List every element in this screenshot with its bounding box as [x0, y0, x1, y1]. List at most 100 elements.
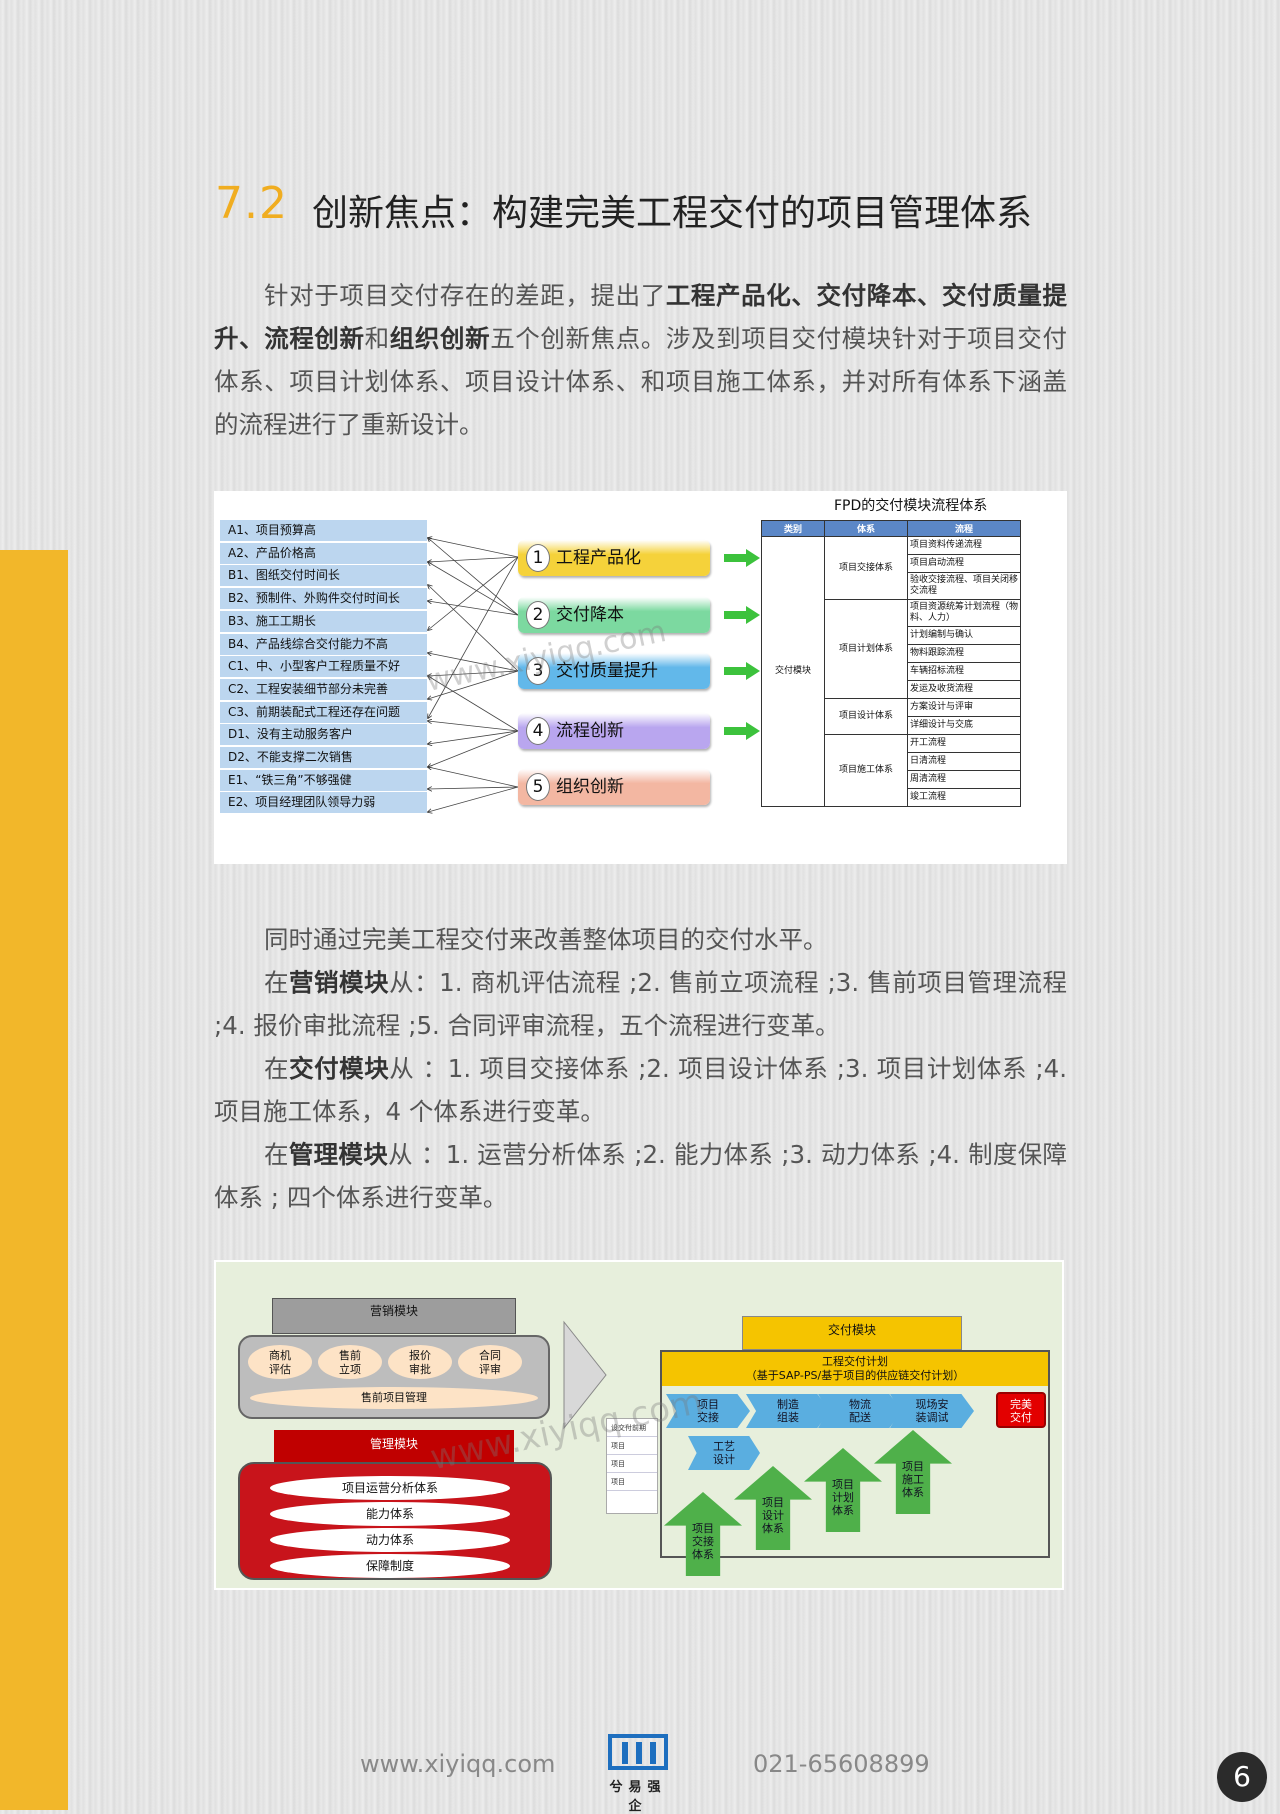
delivery-step: 物流 配送	[818, 1394, 902, 1428]
focus-pill: 2 交付降本	[518, 597, 710, 633]
delivery-step: 现场安 装调试	[890, 1394, 974, 1428]
management-item: 保障制度	[270, 1554, 510, 1578]
focus-pill: 3 交付质量提升	[518, 653, 710, 689]
body-delivery: 在交付模块从 ：1. 项目交接体系 ;2. 项目设计体系 ;3. 项目计划体系 …	[214, 1054, 1068, 1126]
gap-label: C1、中、小型客户工程质量不好	[220, 656, 427, 678]
marketing-module-title: 营销模块	[272, 1298, 516, 1334]
focus-label: 组织创新	[556, 777, 624, 797]
section-title: 创新焦点：构建完美工程交付的项目管理体系	[312, 193, 1033, 234]
marketing-module-box: 商机 评估售前 立项报价 审批合同 评审 售前项目管理	[238, 1335, 550, 1419]
body-line-1: 同时通过完美工程交付来改善整体项目的交付水平。	[264, 925, 828, 954]
management-module-title: 管理模块	[274, 1430, 514, 1464]
green-arrow-icon	[724, 549, 760, 567]
flow-cell: 发运及收货流程	[907, 680, 1021, 699]
focus-label: 工程产品化	[556, 548, 641, 568]
table-row: 项目施工体系开工流程	[762, 734, 1021, 807]
focus-number: 4	[526, 717, 550, 745]
system-cell: 项目施工体系	[824, 734, 908, 807]
flow-cell: 竣工流程	[907, 788, 1021, 807]
management-item: 项目运营分析体系	[270, 1476, 510, 1500]
marketing-item: 报价 审批	[388, 1345, 452, 1379]
flow-arrow-icon	[563, 1320, 607, 1430]
gap-label: E2、项目经理团队领导力弱	[220, 792, 427, 814]
flow-cell: 项目资料传递流程	[907, 536, 1021, 555]
gap-connector-lines	[214, 491, 519, 864]
flow-cell: 开工流程	[907, 734, 1021, 753]
management-item: 能力体系	[270, 1502, 510, 1526]
flow-cell: 详细设计与交底	[907, 716, 1021, 735]
mini-list-item: 项目	[607, 1473, 657, 1491]
flow-cell: 项目启动流程	[907, 554, 1021, 573]
focus-number: 2	[526, 601, 550, 629]
focus-pill: 1 工程产品化	[518, 540, 710, 576]
gap-label: B2、预制件、外购件交付时间长	[220, 588, 427, 610]
table-row: 竣工流程	[762, 788, 1021, 807]
delivery-plan: 工程交付计划（基于SAP-PS/基于项目的供应链交付计划）	[662, 1352, 1048, 1386]
mini-list-item: 项目	[607, 1437, 657, 1455]
focus-number: 5	[526, 773, 550, 801]
process-table: 类别体系流程 交付模块项目交接体系项目资料传递流程项目启动流程验收交接流程、项目…	[761, 520, 1021, 807]
green-arrow-icon	[724, 606, 760, 624]
marketing-item: 合同 评审	[458, 1345, 522, 1379]
focus-label: 流程创新	[556, 721, 624, 741]
green-arrow-icon	[724, 662, 760, 680]
col-process-header: 流程	[907, 520, 1021, 537]
gap-label: A1、项目预算高	[220, 520, 427, 541]
gap-label: B4、产品线综合交付能力不高	[220, 633, 427, 655]
category-cell: 交付模块	[761, 536, 825, 807]
mini-project-list: 设交付前期项目项目项目	[606, 1418, 658, 1514]
delivery-module-title: 交付模块	[742, 1316, 962, 1350]
focus-number: 1	[526, 544, 550, 572]
brand-name: 兮易强企	[609, 1780, 667, 1814]
gap-label: D1、没有主动服务客户	[220, 724, 427, 746]
green-arrow-icon	[724, 722, 760, 740]
delivery-step: 项目 交接	[666, 1394, 750, 1428]
management-module-box: 项目运营分析体系能力体系动力体系保障制度	[238, 1462, 552, 1580]
mini-list-item: 项目	[607, 1455, 657, 1473]
flow-cell: 车辆招标流程	[907, 662, 1021, 681]
perfect-delivery-badge: 完美 交付	[996, 1392, 1046, 1428]
brand-logo-icon	[608, 1734, 668, 1770]
brand-logo: 兮易强企	[604, 1732, 672, 1814]
marketing-item: 商机 评估	[248, 1345, 312, 1379]
table-row: 交付模块项目交接体系项目资料传递流程	[761, 536, 1021, 807]
flow-cell: 物料跟踪流程	[907, 644, 1021, 663]
page-number: 6	[1217, 1752, 1267, 1802]
focus-number: 3	[526, 657, 550, 685]
flow-cell: 验收交接流程、项目关闭移交流程	[907, 572, 1021, 600]
system-cell: 项目设计体系	[824, 698, 908, 735]
body-marketing: 在营销模块从：1. 商机评估流程 ;2. 售前立项流程 ;3. 售前项目管理流程…	[214, 968, 1068, 1040]
system-cell: 项目计划体系	[824, 599, 908, 699]
section-number: 7.2	[215, 178, 288, 229]
table-row: 项目设计体系方案设计与评审	[762, 698, 1021, 735]
gap-label: C3、前期装配式工程还存在问题	[220, 701, 427, 723]
system-cell: 项目交接体系	[824, 536, 908, 600]
flow-cell: 计划编制与确认	[907, 626, 1021, 645]
focus-label: 交付质量提升	[556, 661, 658, 681]
flow-cell: 日清流程	[907, 752, 1021, 771]
footer-website: www.xiyiqq.com	[360, 1750, 556, 1778]
mini-list-item: 设交付前期	[607, 1419, 657, 1437]
intro-paragraph: 针对于项目交付存在的差距，提出了工程产品化、交付降本、交付质量提升、流程创新和组…	[214, 281, 1068, 439]
marketing-item: 售前 立项	[318, 1345, 382, 1379]
footer-phone: 021-65608899	[753, 1750, 930, 1778]
gap-label: D2、不能支撑二次销售	[220, 747, 427, 768]
focus-label: 交付降本	[556, 605, 624, 625]
col-category-header: 类别	[761, 520, 825, 537]
flow-cell: 周清流程	[907, 770, 1021, 789]
flow-cell: 项目资源统筹计划流程（物料、人力）	[907, 599, 1021, 627]
flow-cell: 方案设计与评审	[907, 698, 1021, 717]
figure-title: FPD的交付模块流程体系	[834, 498, 988, 514]
gap-label: E1、“铁三角”不够强健	[220, 769, 427, 791]
presale-management: 售前项目管理	[250, 1387, 538, 1409]
gap-label: A2、产品价格高	[220, 542, 427, 564]
focus-pill: 4 流程创新	[518, 713, 710, 749]
body-management: 在管理模块从 ：1. 运营分析体系 ;2. 能力体系 ;3. 动力体系 ;4. …	[214, 1140, 1067, 1212]
gap-label: B3、施工工期长	[220, 610, 427, 632]
col-system-header: 体系	[824, 520, 908, 537]
process-design-step: 工艺 设计	[688, 1436, 760, 1470]
delivery-step: 制造 组装	[746, 1394, 830, 1428]
gap-label: B1、图纸交付时间长	[220, 565, 427, 587]
accent-sidebar-bar	[0, 550, 68, 1810]
